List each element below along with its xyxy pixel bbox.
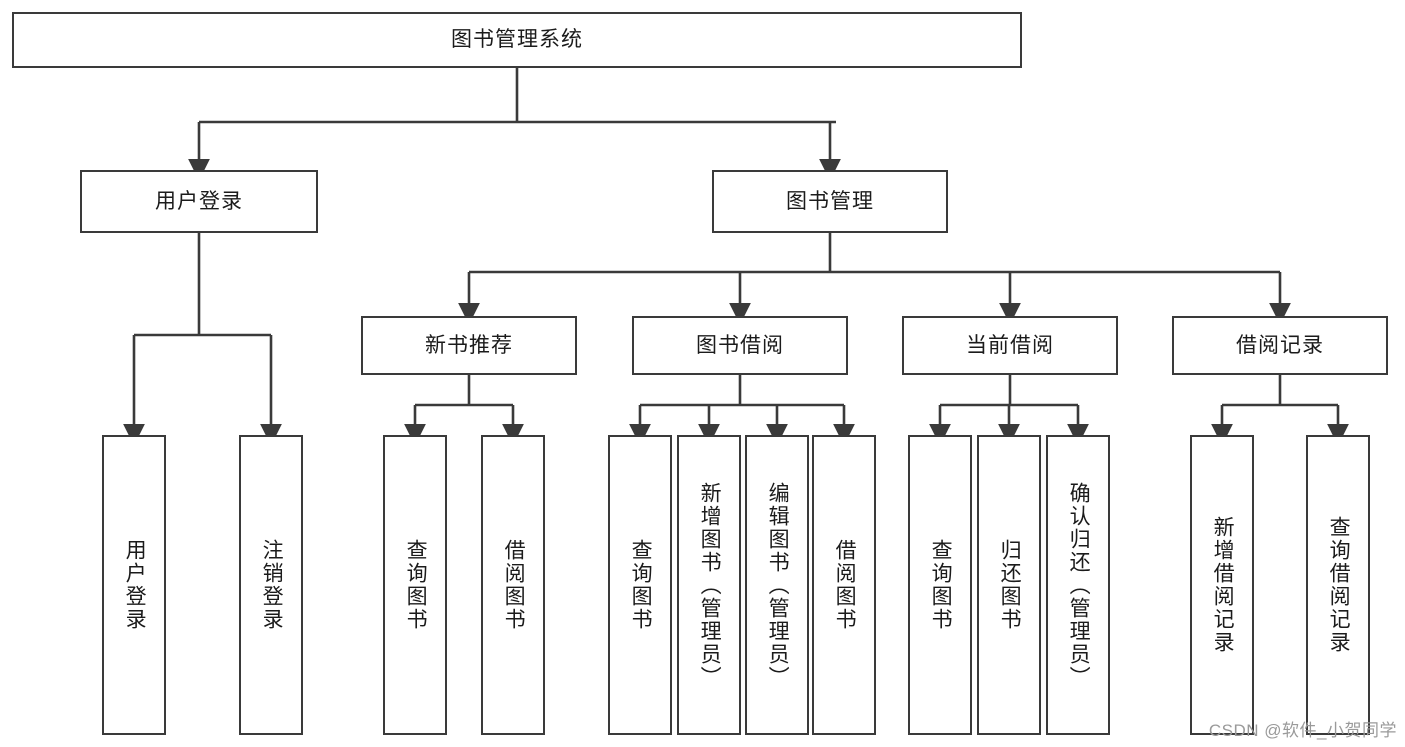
node-book-borrow-label: 图书借阅	[696, 333, 784, 357]
node-leaf-query-book-1[interactable]: 查询图书	[383, 435, 447, 735]
node-root[interactable]: 图书管理系统	[12, 12, 1022, 68]
node-leaf-query-book-2[interactable]: 查询图书	[608, 435, 672, 735]
node-leaf-confirm-return[interactable]: 确认归还（管理员）	[1046, 435, 1110, 735]
node-leaf-user-login-label: 用户登录	[123, 539, 147, 631]
node-leaf-edit-book[interactable]: 编辑图书（管理员）	[745, 435, 809, 735]
node-leaf-edit-book-label: 编辑图书（管理员）	[766, 481, 790, 689]
node-leaf-add-record[interactable]: 新增借阅记录	[1190, 435, 1254, 735]
node-new-book-recommend[interactable]: 新书推荐	[361, 316, 577, 375]
node-leaf-add-book[interactable]: 新增图书（管理员）	[677, 435, 741, 735]
node-leaf-query-record[interactable]: 查询借阅记录	[1306, 435, 1370, 735]
node-leaf-query-book-2-label: 查询图书	[629, 539, 653, 631]
node-leaf-query-book-3[interactable]: 查询图书	[908, 435, 972, 735]
node-leaf-user-login[interactable]: 用户登录	[102, 435, 166, 735]
csdn-watermark: CSDN @软件_小贺同学	[1208, 721, 1397, 740]
node-leaf-borrow-book-1-label: 借阅图书	[502, 539, 526, 631]
node-leaf-query-book-1-label: 查询图书	[404, 539, 428, 631]
node-leaf-return-book-label: 归还图书	[998, 539, 1022, 631]
node-leaf-logout-label: 注销登录	[260, 539, 284, 631]
node-leaf-add-record-label: 新增借阅记录	[1211, 516, 1235, 654]
node-current-borrow[interactable]: 当前借阅	[902, 316, 1118, 375]
node-leaf-add-book-label: 新增图书（管理员）	[698, 481, 722, 689]
node-leaf-query-book-3-label: 查询图书	[929, 539, 953, 631]
node-root-label: 图书管理系统	[451, 28, 583, 52]
node-leaf-query-record-label: 查询借阅记录	[1327, 516, 1351, 654]
node-leaf-confirm-return-label: 确认归还（管理员）	[1067, 481, 1091, 689]
node-book-borrow[interactable]: 图书借阅	[632, 316, 848, 375]
node-book-manage[interactable]: 图书管理	[712, 170, 948, 233]
node-leaf-return-book[interactable]: 归还图书	[977, 435, 1041, 735]
node-leaf-borrow-book-2-label: 借阅图书	[833, 539, 857, 631]
node-leaf-logout[interactable]: 注销登录	[239, 435, 303, 735]
node-current-borrow-label: 当前借阅	[966, 333, 1054, 357]
node-borrow-record-label: 借阅记录	[1236, 333, 1324, 357]
node-leaf-borrow-book-2[interactable]: 借阅图书	[812, 435, 876, 735]
node-book-manage-label: 图书管理	[786, 189, 874, 213]
node-user-login-label: 用户登录	[155, 189, 243, 213]
node-leaf-borrow-book-1[interactable]: 借阅图书	[481, 435, 545, 735]
node-borrow-record[interactable]: 借阅记录	[1172, 316, 1388, 375]
node-user-login[interactable]: 用户登录	[80, 170, 318, 233]
node-new-book-recommend-label: 新书推荐	[425, 333, 513, 357]
